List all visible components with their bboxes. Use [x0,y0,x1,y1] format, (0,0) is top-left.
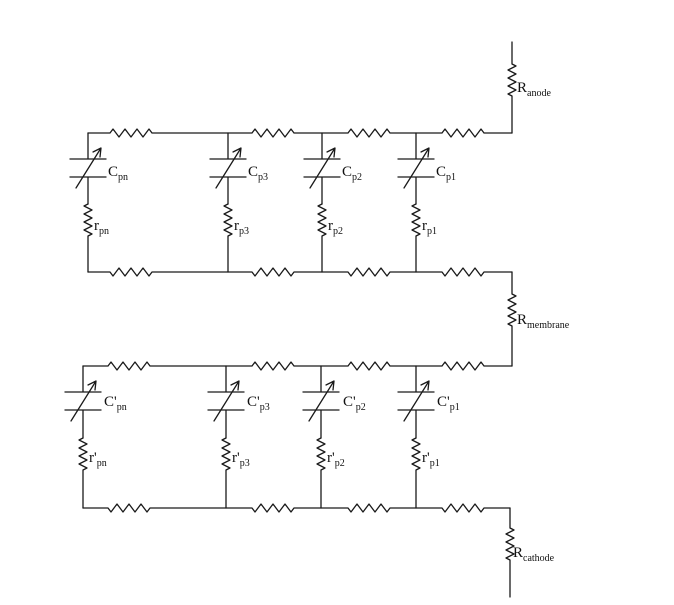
label-c-pn: Cpn [108,164,128,183]
anode-top-rail [87,128,513,138]
resistor-r-pn [83,203,93,273]
label-r-anode: Ranode [517,80,551,99]
label-c-prime-pn: C'pn [104,394,127,413]
cathode-top-rail [82,361,513,371]
label-r-prime-p1: r'p1 [422,450,440,469]
resistor-r-anode [507,41,517,134]
label-r-p3: rp3 [234,218,249,237]
variable-capacitor-arrow [75,147,102,189]
label-c-prime-p1: C'p1 [437,394,460,413]
branch-prime-p2 [302,365,340,509]
label-c-p2: Cp2 [342,164,362,183]
label-r-p2: rp2 [328,218,343,237]
cathode-bottom-rail [82,503,511,513]
anode-bottom-rail [87,267,513,277]
label-r-p1: rp1 [422,218,437,237]
branch-p2 [303,132,341,273]
label-r-prime-pn: r'pn [89,450,107,469]
label-c-prime-p2: C'p2 [343,394,366,413]
resistor-r-membrane [507,271,517,367]
resistor-r-cathode [505,507,515,598]
label-c-prime-p3: C'p3 [247,394,270,413]
anode-ladder [69,128,513,277]
branch-prime-pn [64,365,102,509]
branch-p1 [397,132,435,273]
branch-pn [69,132,107,273]
resistor-r-prime-p2 [316,437,326,509]
label-r-pn: rpn [94,218,109,237]
label-r-prime-p2: r'p2 [327,450,345,469]
resistor-r-prime-pn [78,437,88,509]
label-c-p3: Cp3 [248,164,268,183]
branch-p3 [209,132,247,273]
label-c-p1: Cp1 [436,164,456,183]
resistor-r-p3 [223,203,233,273]
branch-prime-p3 [207,365,245,509]
label-r-cathode: Rcathode [513,545,555,564]
resistor-r-p2 [317,203,327,273]
branch-prime-p1 [397,365,435,509]
label-r-membrane: Rmembrane [517,312,570,331]
resistor-r-p1 [411,203,421,273]
cathode-ladder [64,361,513,513]
label-r-prime-p3: r'p3 [232,450,250,469]
resistor-r-prime-p3 [221,437,231,509]
resistor-r-prime-p1 [411,437,421,509]
